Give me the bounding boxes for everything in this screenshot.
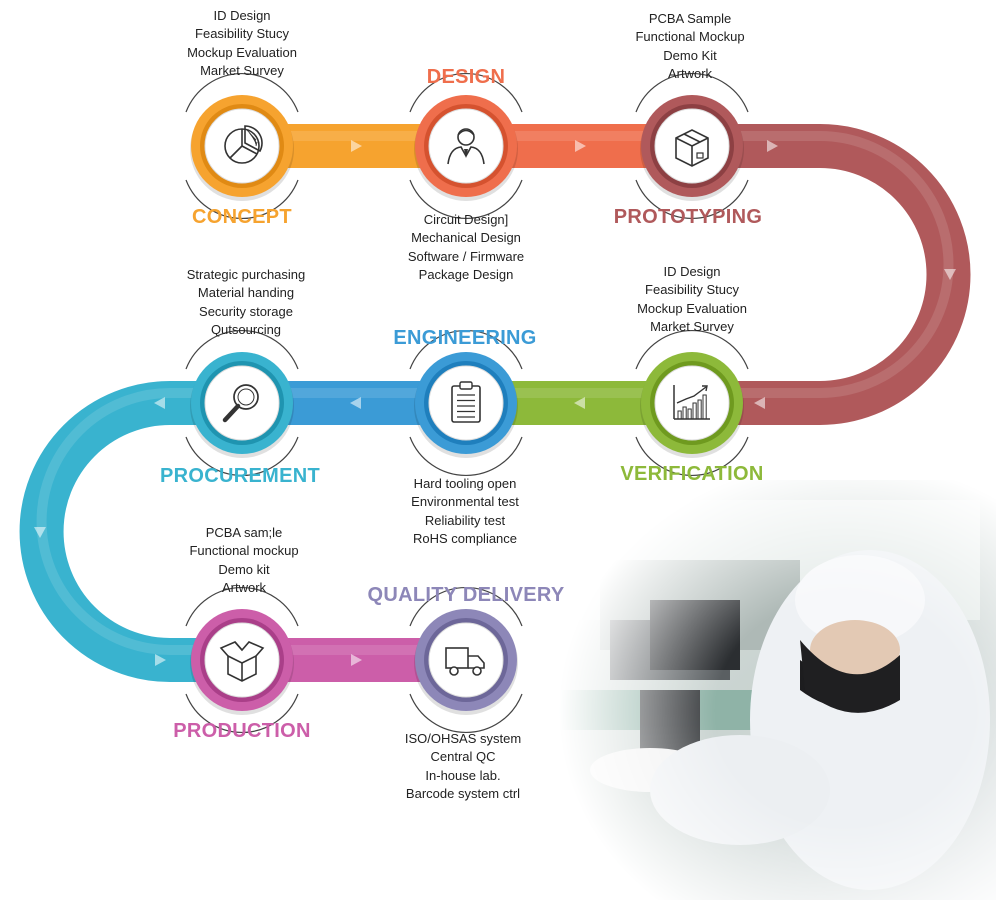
stage-detail-item: Hard tooling open (413, 476, 517, 491)
stage-detail-item: Security storage (199, 303, 293, 319)
stage-node-quality-delivery[interactable] (414, 609, 518, 715)
stage-node-design[interactable] (414, 95, 518, 201)
delivery-truck-icon (445, 647, 485, 676)
stage-detail-item: Central QC (430, 749, 496, 765)
clipboard-icon (451, 381, 481, 423)
growth-chart-icon (673, 385, 710, 420)
stage-detail-item: Strategic purchasing (186, 267, 306, 282)
stage-detail-item: In-house lab. (425, 767, 501, 783)
stage-detail-item: ID Design (663, 264, 721, 279)
stage-node-concept[interactable] (190, 95, 294, 201)
stage-detail-item: Functional Mockup (635, 29, 745, 45)
stage-detail-item: Mockup Evaluation (187, 44, 297, 60)
stage-node-verification[interactable] (640, 352, 744, 458)
open-box-icon (219, 641, 265, 682)
package-box-icon (675, 129, 709, 167)
magnifier-icon (222, 384, 259, 423)
stage-detail-item: Mechanical Design (411, 230, 521, 246)
stage-detail-item: Reliability test (424, 512, 506, 528)
stage-node-production[interactable] (190, 609, 294, 715)
stage-detail-item: Material handing (197, 285, 295, 301)
stage-detail-item: PCBA Sample (648, 11, 732, 26)
stage-title-design: DESIGN (426, 66, 506, 88)
stage-detail-item: Functional mockup (189, 543, 299, 559)
stage-detail-item: Package Design (418, 266, 514, 282)
stage-detail-item: Feasibility Stucy (645, 282, 739, 298)
stage-title-production: PRODUCTION (173, 720, 311, 742)
stage-detail-item: Demo Kit (663, 47, 717, 63)
stage-detail-item: Qutsourcing (210, 321, 282, 337)
stage-detail-item: RoHS compliance (412, 530, 518, 546)
stage-detail-item: Artwork (667, 65, 713, 81)
stage-title-concept: CONCEPT (192, 206, 292, 228)
stage-title-prototyping: PROTOTYPING (613, 206, 763, 228)
stage-node-procurement[interactable] (190, 352, 294, 458)
stage-detail-item: ID Design (213, 8, 271, 23)
stage-detail-item: ISO/OHSAS system (404, 731, 522, 746)
stage-detail-item: Circuit Design] (423, 212, 509, 227)
stage-detail-item: Feasibility Stucy (195, 26, 289, 42)
stage-node-engineering[interactable] (414, 352, 518, 458)
stage-title-engineering: ENGINEERING (393, 327, 537, 349)
stage-detail-item: Market Survey (650, 318, 734, 334)
stage-title-verification: VERIFICATION (620, 463, 764, 485)
engineer-person-icon (447, 128, 485, 165)
stage-detail-item: PCBA sam;le (205, 525, 283, 540)
stage-title-procurement: PROCUREMENT (160, 465, 320, 487)
stage-detail-item: Market Survey (200, 62, 284, 78)
stage-detail-item: Environmental test (411, 494, 519, 510)
stage-detail-item: Barcode system ctrl (405, 785, 521, 801)
stage-node-prototyping[interactable] (640, 95, 744, 201)
stage-detail-item: Software / Firmware (407, 248, 525, 264)
stage-detail-item: Demo kit (218, 561, 270, 577)
stage-title-quality-delivery: QUALITY DELIVERY (367, 584, 565, 606)
pie-chart-icon (224, 125, 263, 164)
stage-detail-item: Artwork (221, 579, 267, 595)
stage-detail-item: Mockup Evaluation (637, 300, 747, 316)
